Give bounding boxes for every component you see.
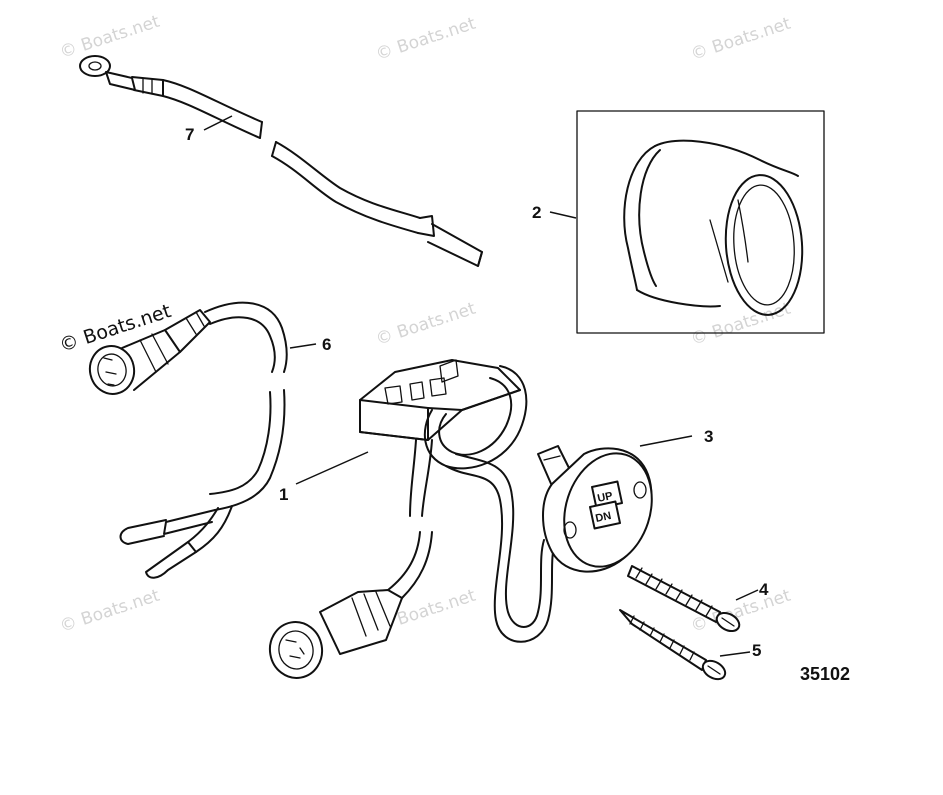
- watermark: © Boats.net: [57, 586, 162, 637]
- watermarks: © Boats.net © Boats.net © Boats.net © Bo…: [57, 12, 793, 637]
- part-2-frame: [576, 110, 825, 334]
- callout-5: 5: [752, 641, 761, 660]
- figure-number: 35102: [800, 664, 850, 684]
- watermark: © Boats.net: [373, 299, 478, 350]
- watermark: © Boats.net: [688, 586, 793, 637]
- callout-4: 4: [759, 580, 769, 599]
- part-3-trim-switch: UP DN: [537, 445, 653, 573]
- part-7-ground-lead: [79, 55, 483, 267]
- part-6-harness: [88, 301, 288, 579]
- watermark: © Boats.net: [57, 12, 162, 63]
- switch-down-label: DN: [594, 510, 612, 525]
- part-5-screw: [619, 609, 727, 681]
- part-1-housing: [268, 359, 557, 679]
- part-2-boot: [576, 110, 825, 334]
- callout-1: 1: [279, 485, 288, 504]
- callout-7: 7: [185, 125, 194, 144]
- leader-lines: [203, 115, 759, 657]
- callouts: 7 2 6 3 1 4 5: [185, 125, 769, 660]
- callout-6: 6: [322, 335, 331, 354]
- part-4-screw: [627, 565, 741, 633]
- callout-2: 2: [532, 203, 541, 222]
- watermark: © Boats.net: [688, 14, 793, 65]
- callout-3: 3: [704, 427, 713, 446]
- watermark: © Boats.net: [373, 14, 478, 65]
- switch-up-label: UP: [596, 490, 613, 505]
